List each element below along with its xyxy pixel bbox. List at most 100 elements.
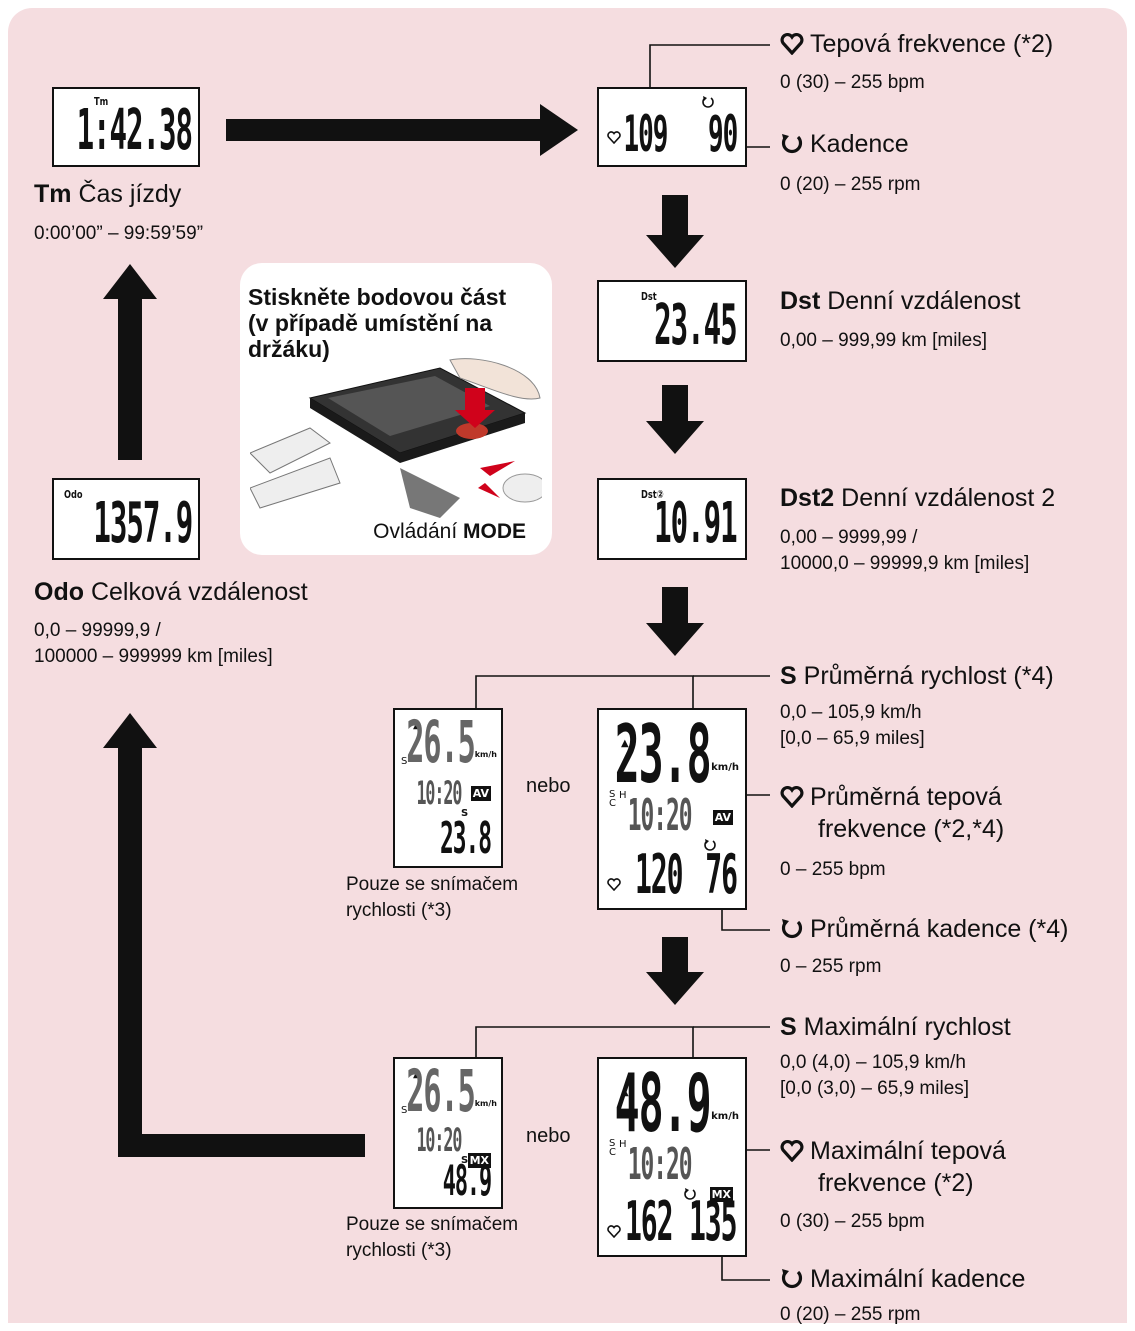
max-speed-label: S Maximální rychlost — [780, 1013, 1011, 1041]
maximum-badge: MX — [467, 1153, 491, 1168]
heart-icon — [607, 878, 621, 891]
lcd-value: 1:42.38 — [76, 98, 193, 163]
lcd-tag: Dst — [641, 290, 657, 303]
max-speed-range: 0,0 (4,0) – 105,9 km/h[0,0 (3,0) – 65,9 … — [780, 1052, 970, 1099]
lcd-speed-value: 26.5 — [406, 1057, 477, 1125]
odo-range: 0,0 – 99999,9 /100000 – 999999 km [miles… — [34, 620, 273, 667]
dst2-range: 0,00 – 9999,99 /10000,0 – 99999,9 km [mi… — [780, 527, 1030, 574]
cadence-icon — [781, 1269, 803, 1289]
heart-icon — [780, 33, 804, 56]
lcd-maximum-speed-only: ▲ S 26.5 km/h 10:20 S MX 48.9 — [393, 1057, 503, 1209]
arrow-icon — [646, 587, 704, 656]
heart-icon — [780, 1140, 804, 1163]
lcd-clock: 10:20 — [416, 774, 462, 812]
max-cadence-label: Maximální kadence — [780, 1265, 1025, 1294]
lcd-value: 48.9 — [442, 1156, 492, 1205]
max-hr-range: 0 (30) – 255 bpm — [780, 1211, 925, 1232]
lcd-cadence-value: 135 — [689, 1190, 738, 1253]
lcd-clock: 10:20 — [627, 1139, 692, 1190]
lcd-tag: Tm — [94, 95, 109, 108]
cadence-icon — [781, 919, 803, 939]
lcd-clock: 10:20 — [416, 1121, 462, 1159]
or-label: nebo — [526, 1125, 571, 1147]
hr-indicator: H — [619, 790, 627, 801]
avg-speed-label: S Průměrná rychlost (*4) — [780, 662, 1054, 690]
up-arrow-icon: ▲ — [621, 738, 629, 749]
arrow-icon — [226, 104, 578, 156]
speed-unit-indicator: S — [401, 756, 408, 767]
heart-icon — [607, 1225, 621, 1238]
arrow-icon — [646, 195, 704, 268]
cadence-icon — [781, 134, 803, 154]
avg-cadence-range: 0 – 255 rpm — [780, 956, 882, 977]
lcd-tm: Tm 1:42.38 — [52, 87, 200, 167]
tm-label: Tm Čas jízdy — [34, 180, 182, 208]
lcd-value: 1357.9 — [93, 491, 193, 556]
tm-range: 0:00’00” – 99:59’59” — [34, 223, 204, 244]
lcd-speed-value: 48.9 — [614, 1057, 712, 1150]
maximum-badge: MX — [709, 1187, 733, 1202]
arrow-icon — [103, 264, 157, 460]
heart-icon — [607, 131, 621, 144]
max-cadence-range: 0 (20) – 255 rpm — [780, 1304, 921, 1325]
cadence-range: 0 (20) – 255 rpm — [780, 174, 921, 195]
unit-label: km/h — [474, 1099, 497, 1108]
lcd-hr-value: 120 — [635, 843, 684, 906]
arrow-icon — [103, 713, 365, 1157]
cadence-label: Kadence — [780, 130, 909, 159]
heart-icon — [780, 786, 804, 809]
cadence-icon — [704, 839, 716, 851]
lcd-speed-value: 23.8 — [614, 708, 712, 801]
callout-caption: Ovládání MODE — [373, 520, 526, 543]
up-arrow-icon: ▲ — [413, 1069, 421, 1080]
device-on-mount-illustration — [250, 358, 542, 518]
avg-hr-label: Průměrná tepová — [780, 783, 1002, 812]
average-badge: AV — [470, 786, 491, 801]
cadence-icon — [684, 1188, 696, 1200]
speed-icon: S — [780, 1013, 797, 1041]
lcd-dst2: Dst② 10.91 — [597, 478, 747, 560]
dst-label: Dst Denní vzdálenost — [780, 287, 1021, 315]
unit-label: km/h — [474, 750, 497, 759]
avg-speed-range: 0,0 – 105,9 km/h[0,0 – 65,9 miles] — [780, 702, 925, 749]
lcd-tag: Dst② — [641, 488, 664, 501]
avg-hr-range: 0 – 255 bpm — [780, 859, 886, 880]
lcd-average-speed-only: ▲ S 26.5 km/h 10:20 AV S 23.8 — [393, 708, 503, 868]
arrow-icon — [646, 937, 704, 1005]
hr-label: Tepová frekvence (*2) — [780, 30, 1053, 59]
mode-button-callout: Stiskněte bodovou část(v případě umístěn… — [240, 263, 552, 555]
max-hr-label: Maximální tepová — [780, 1137, 1006, 1166]
odo-label: Odo Celková vzdálenost — [34, 578, 308, 606]
max-hr-label-2: frekvence (*2) — [818, 1169, 974, 1197]
diagram-background — [8, 8, 1127, 1323]
lcd-tag: Odo — [64, 488, 83, 501]
lcd-dst: Dst 23.45 — [597, 280, 747, 362]
hr-indicator: H — [619, 1139, 627, 1150]
up-arrow-icon: ▲ — [621, 1087, 629, 1098]
speed-indicator: S — [461, 1155, 469, 1166]
lcd-hr-value: 109 — [623, 105, 668, 163]
up-arrow-icon: ▲ — [413, 720, 421, 731]
speed-icon: S — [780, 662, 797, 690]
lcd-value: 23.8 — [440, 813, 492, 864]
speed-indicator: S — [461, 808, 469, 819]
avg-cadence-label: Průměrná kadence (*4) — [780, 915, 1068, 944]
avg-hr-label-2: frekvence (*2,*4) — [818, 815, 1005, 843]
lcd-speed-value: 26.5 — [406, 708, 477, 776]
speed-unit-indicator: S — [401, 1105, 408, 1116]
unit-label: km/h — [711, 1111, 739, 1122]
callout-title: Stiskněte bodovou část(v případě umístěn… — [248, 284, 507, 362]
cadence-icon — [702, 96, 714, 108]
unit-label: km/h — [711, 762, 739, 773]
arrow-icon — [646, 385, 704, 454]
lcd-cadence-value: 90 — [707, 105, 738, 163]
lcd-clock: 10:20 — [627, 790, 692, 841]
hr-range: 0 (30) – 255 bpm — [780, 72, 925, 93]
lcd-cadence-value: 76 — [705, 843, 738, 906]
lcd-hr-value: 162 — [625, 1190, 674, 1253]
